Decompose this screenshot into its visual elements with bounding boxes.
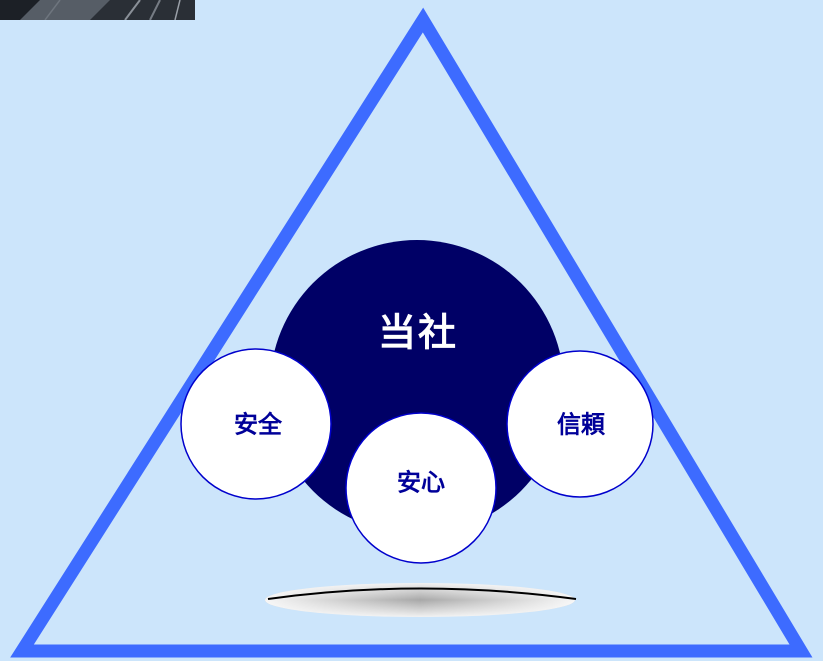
value-label-trust: 信頼 [557,410,605,439]
value-label-safety: 安全 [234,410,282,439]
floor-shadow [265,583,577,617]
triangle-outline [10,7,813,658]
value-circle-trust [506,350,654,498]
value-circle-peace [345,412,497,564]
center-label: 当社 [377,310,459,355]
corner-photo [0,0,195,20]
value-circle-safety [180,348,332,500]
value-label-peace: 安心 [397,468,445,497]
